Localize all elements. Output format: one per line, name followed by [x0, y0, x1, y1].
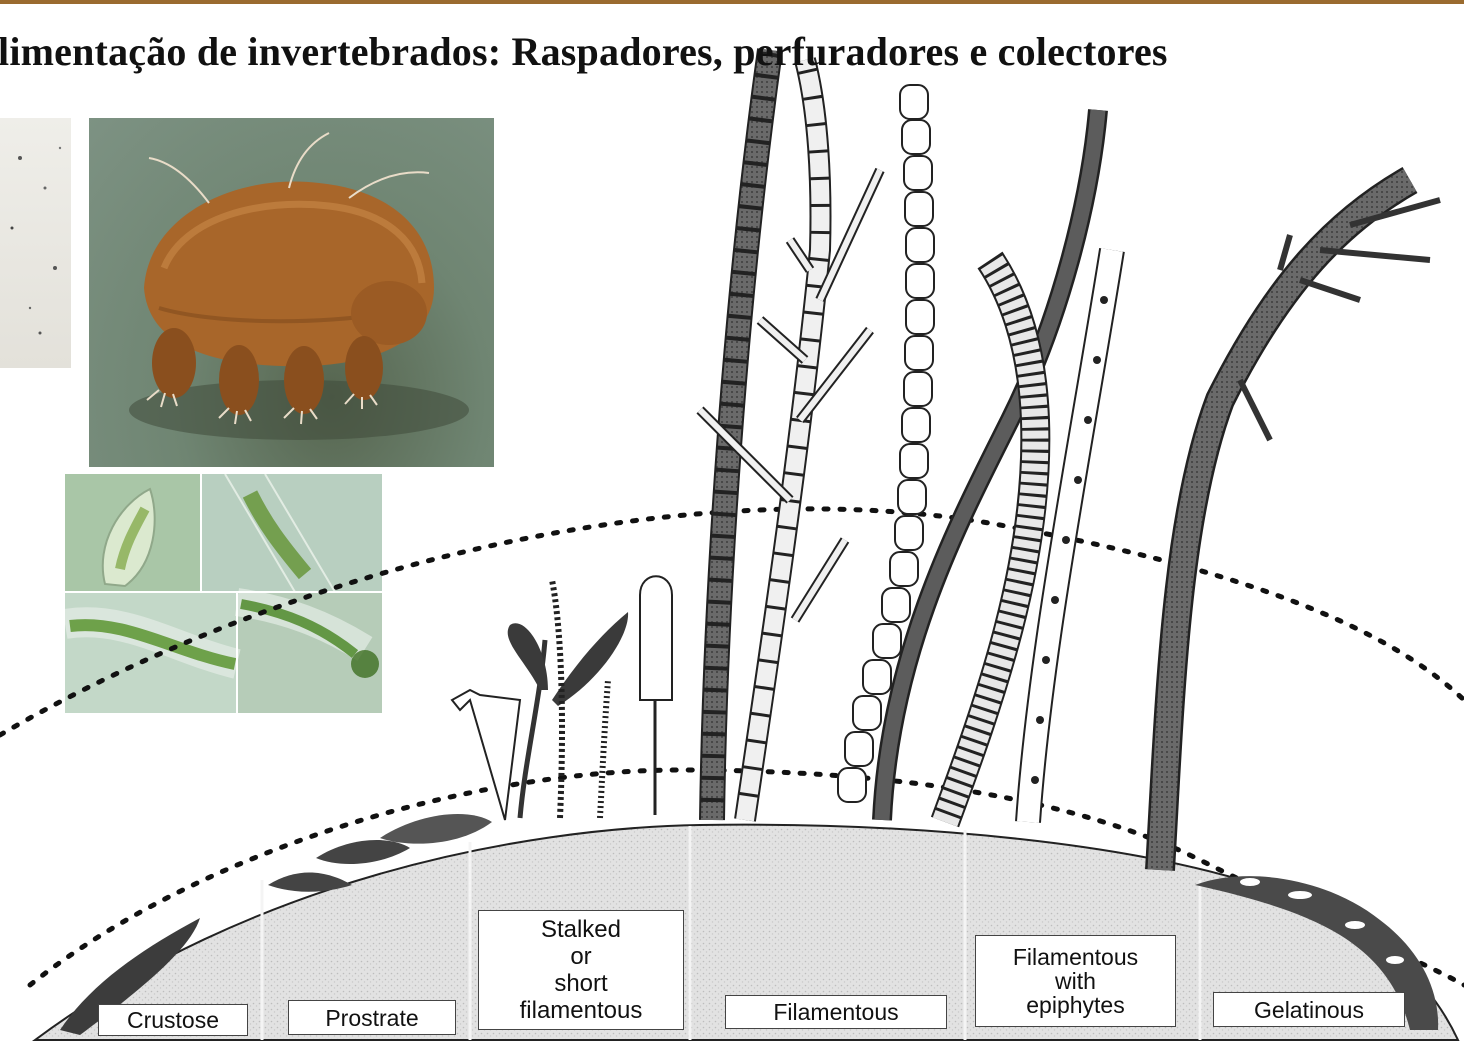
label-filamentous: Filamentous	[725, 995, 947, 1029]
label-crustose: Crustose	[98, 1004, 248, 1036]
label-filamentous-with-epiphytes: Filamentous with epiphytes	[975, 935, 1176, 1027]
label-prostrate: Prostrate	[288, 1000, 456, 1035]
label-gelatinous: Gelatinous	[1213, 992, 1405, 1027]
label-stalked-short-filamentous: Stalked or short filamentous	[478, 910, 684, 1030]
slide-title: limentação de invertebrados: Raspadores,…	[0, 28, 1168, 75]
